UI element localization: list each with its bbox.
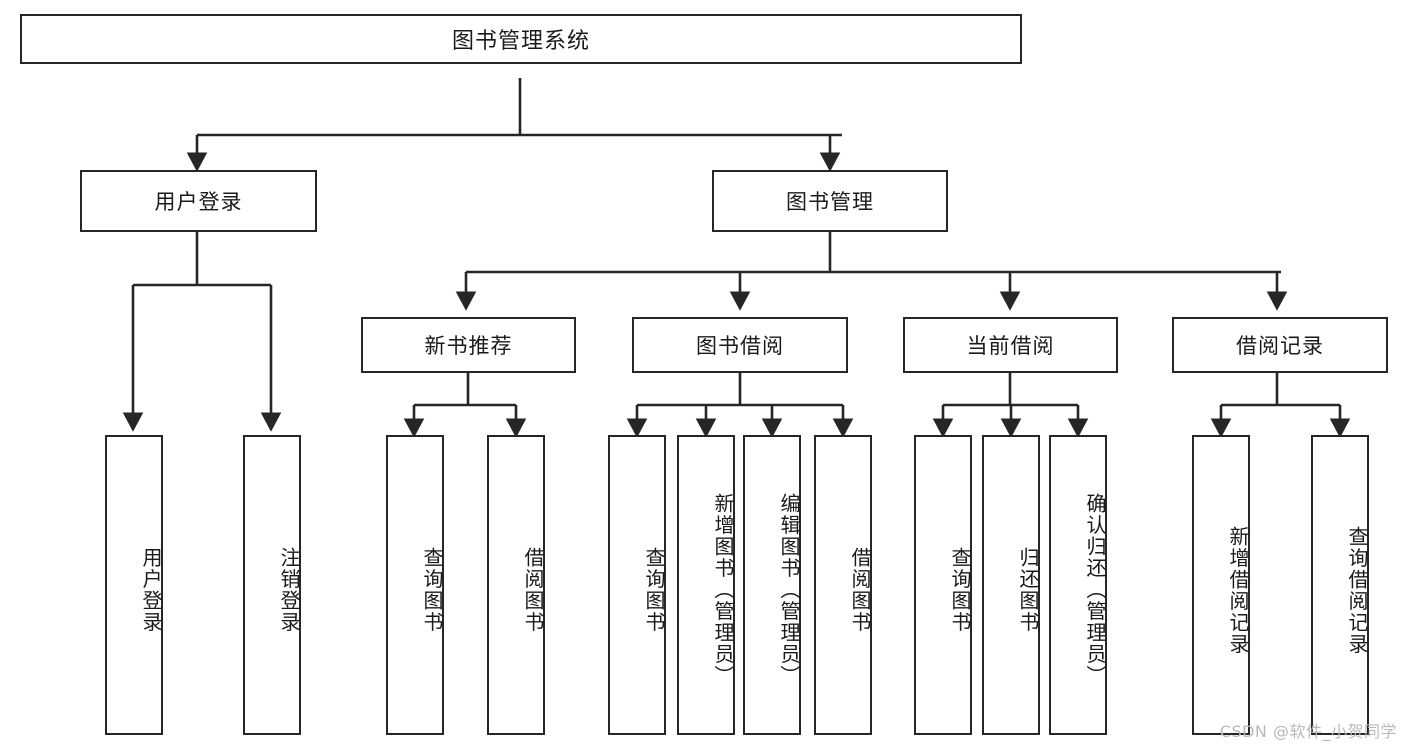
leaf-query-book-2-label: 查询图书 — [642, 547, 666, 633]
leaf-query-book-3[interactable]: 查询图书 — [914, 435, 972, 735]
node-root-label: 图书管理系统 — [451, 29, 590, 54]
leaf-add-book[interactable]: 新增图书（管理员） — [677, 435, 735, 735]
leaf-add-record-label: 新增借阅记录 — [1226, 525, 1250, 655]
leaf-user-login[interactable]: 用户登录 — [105, 435, 163, 735]
leaf-query-record[interactable]: 查询借阅记录 — [1311, 435, 1369, 735]
node-current-borrowing-label: 当前借阅 — [966, 334, 1055, 358]
leaf-user-login-label: 用户登录 — [139, 547, 163, 633]
leaf-borrow-book-2-label: 借阅图书 — [848, 547, 872, 633]
leaf-query-book-1[interactable]: 查询图书 — [386, 435, 444, 735]
leaf-edit-book-label: 编辑图书（管理员） — [777, 493, 801, 687]
node-user-login[interactable]: 用户登录 — [80, 170, 317, 232]
node-new-book-recommendation[interactable]: 新书推荐 — [361, 317, 576, 373]
node-borrowing-record-label: 借阅记录 — [1236, 334, 1324, 358]
node-book-borrowing[interactable]: 图书借阅 — [632, 317, 848, 373]
leaf-add-record[interactable]: 新增借阅记录 — [1192, 435, 1250, 735]
leaf-query-book-2[interactable]: 查询图书 — [608, 435, 666, 735]
leaf-return-book[interactable]: 归还图书 — [982, 435, 1040, 735]
node-book-borrowing-label: 图书借阅 — [696, 334, 784, 358]
leaf-borrow-book-2[interactable]: 借阅图书 — [814, 435, 872, 735]
leaf-query-book-1-label: 查询图书 — [420, 547, 444, 633]
leaf-logout-label: 注销登录 — [277, 547, 301, 633]
node-borrowing-record[interactable]: 借阅记录 — [1172, 317, 1388, 373]
csdn-watermark: CSDN @软件_小贺同学 — [1219, 722, 1397, 741]
leaf-confirm-return-label: 确认归还（管理员） — [1083, 493, 1107, 687]
leaf-return-book-label: 归还图书 — [1016, 547, 1040, 633]
leaf-borrow-book-1-label: 借阅图书 — [521, 547, 545, 633]
leaf-query-record-label: 查询借阅记录 — [1345, 525, 1369, 655]
node-new-book-recommendation-label: 新书推荐 — [424, 334, 513, 358]
node-current-borrowing[interactable]: 当前借阅 — [903, 317, 1118, 373]
leaf-add-book-label: 新增图书（管理员） — [711, 493, 735, 687]
leaf-logout[interactable]: 注销登录 — [243, 435, 301, 735]
node-user-login-label: 用户登录 — [154, 190, 243, 214]
leaf-edit-book[interactable]: 编辑图书（管理员） — [743, 435, 801, 735]
node-book-management-label: 图书管理 — [786, 190, 874, 214]
node-root[interactable]: 图书管理系统 — [20, 14, 1022, 64]
leaf-query-book-3-label: 查询图书 — [948, 547, 972, 633]
leaf-confirm-return[interactable]: 确认归还（管理员） — [1049, 435, 1107, 735]
leaf-borrow-book-1[interactable]: 借阅图书 — [487, 435, 545, 735]
node-book-management[interactable]: 图书管理 — [712, 170, 948, 232]
